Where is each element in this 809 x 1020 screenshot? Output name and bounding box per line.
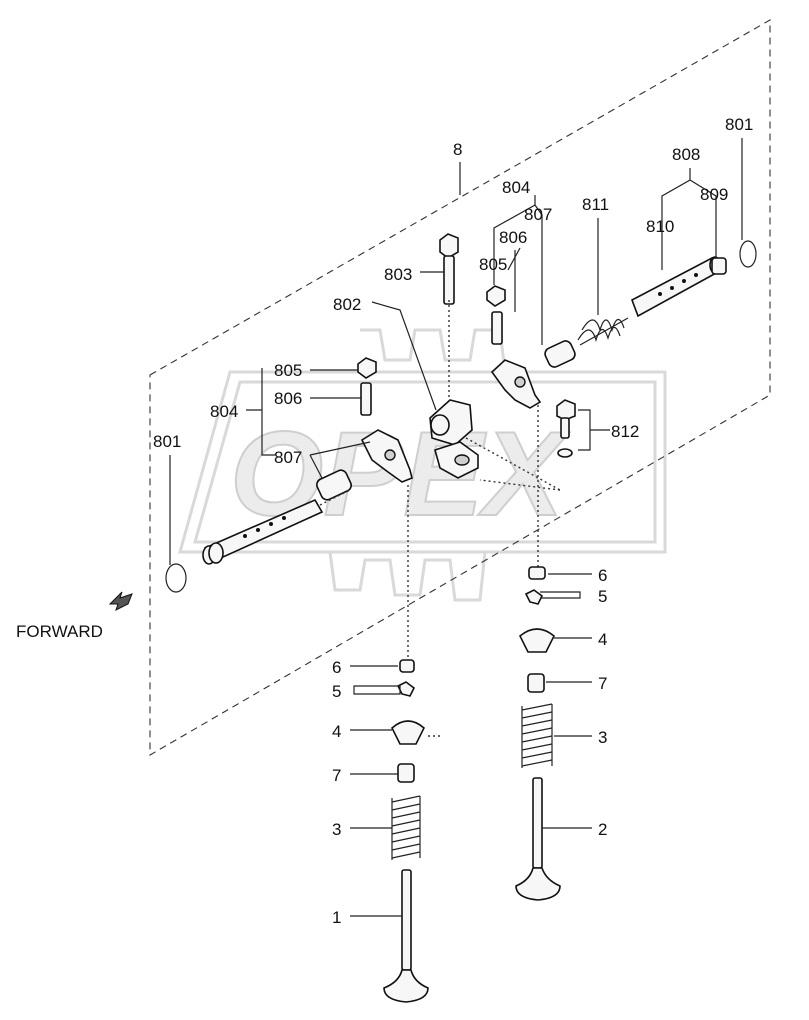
shaft-plug bbox=[711, 257, 727, 275]
rocker-arm-left bbox=[360, 429, 413, 483]
label-802: 802 bbox=[333, 295, 361, 314]
label-811: 811 bbox=[582, 195, 609, 214]
adjust-screw-top bbox=[491, 311, 503, 345]
label-801-left: 801 bbox=[153, 432, 181, 451]
label-2-right: 2 bbox=[598, 820, 607, 839]
label-4-right: 4 bbox=[598, 630, 607, 649]
label-806-top: 806 bbox=[499, 228, 527, 247]
label-5-left: 5 bbox=[332, 682, 341, 701]
valve-spring-left bbox=[391, 795, 421, 860]
label-808: 808 bbox=[672, 145, 700, 164]
label-805-left: 805 bbox=[274, 361, 302, 380]
label-804-top: 804 bbox=[502, 178, 530, 197]
bracket-bolt bbox=[439, 233, 459, 305]
label-805-top: 805 bbox=[479, 255, 507, 274]
valve-left bbox=[383, 869, 429, 1003]
label-4-left: 4 bbox=[332, 722, 341, 741]
snap-ring-right bbox=[739, 240, 757, 268]
label-807-left: 807 bbox=[274, 448, 302, 467]
center-lines bbox=[319, 300, 561, 668]
part-labels: 8 801 808 809 810 811 804 807 806 805 80… bbox=[153, 115, 753, 927]
label-8: 8 bbox=[453, 140, 462, 159]
assembly-outline bbox=[149, 19, 771, 756]
rocker-arm-right bbox=[490, 359, 542, 409]
stem-seal-right bbox=[527, 673, 545, 693]
label-810: 810 bbox=[646, 217, 674, 236]
lock-nut-top bbox=[486, 285, 506, 307]
valve-spring-right bbox=[521, 703, 553, 768]
valve-right bbox=[515, 777, 561, 901]
forward-arrow-icon bbox=[108, 591, 133, 611]
rocker-spring bbox=[577, 317, 629, 346]
label-7-left: 7 bbox=[332, 766, 341, 785]
label-806-left: 806 bbox=[274, 389, 302, 408]
rocker-shaft-right bbox=[631, 256, 721, 318]
spring-retainer-left bbox=[391, 720, 425, 745]
forward-label: FORWARD bbox=[16, 622, 103, 641]
adjust-screw-left bbox=[360, 382, 372, 416]
valve-cap-left bbox=[399, 659, 415, 673]
valve-keeper-right bbox=[524, 589, 544, 605]
valve-stack-left bbox=[383, 659, 429, 1003]
spring-retainer-right bbox=[518, 628, 556, 653]
lock-nut-left bbox=[357, 357, 377, 379]
label-5-right: 5 bbox=[598, 587, 607, 606]
label-804-left: 804 bbox=[210, 402, 238, 421]
forward-indicator: FORWARD bbox=[16, 591, 133, 641]
label-3-right: 3 bbox=[598, 728, 607, 747]
label-6-left: 6 bbox=[332, 658, 341, 677]
leader-lines bbox=[169, 138, 743, 917]
label-807-top: 807 bbox=[524, 205, 552, 224]
rocker-bracket bbox=[429, 399, 479, 479]
valve-cap-right bbox=[528, 566, 546, 580]
valve-stack-right bbox=[515, 566, 561, 901]
label-6-right: 6 bbox=[598, 566, 607, 585]
label-809: 809 bbox=[700, 185, 728, 204]
label-801-top: 801 bbox=[725, 115, 753, 134]
label-812: 812 bbox=[611, 422, 639, 441]
watermark-logo: OPEX bbox=[178, 328, 667, 602]
bushing-top bbox=[544, 340, 576, 368]
snap-ring-left bbox=[165, 542, 224, 593]
label-7-right: 7 bbox=[598, 674, 607, 693]
stem-seal-left bbox=[397, 763, 415, 783]
bolt-and-washer bbox=[556, 399, 576, 458]
label-3-left: 3 bbox=[332, 820, 341, 839]
valve-keeper-left bbox=[396, 681, 416, 697]
label-803: 803 bbox=[384, 265, 412, 284]
label-1-left: 1 bbox=[332, 908, 341, 927]
